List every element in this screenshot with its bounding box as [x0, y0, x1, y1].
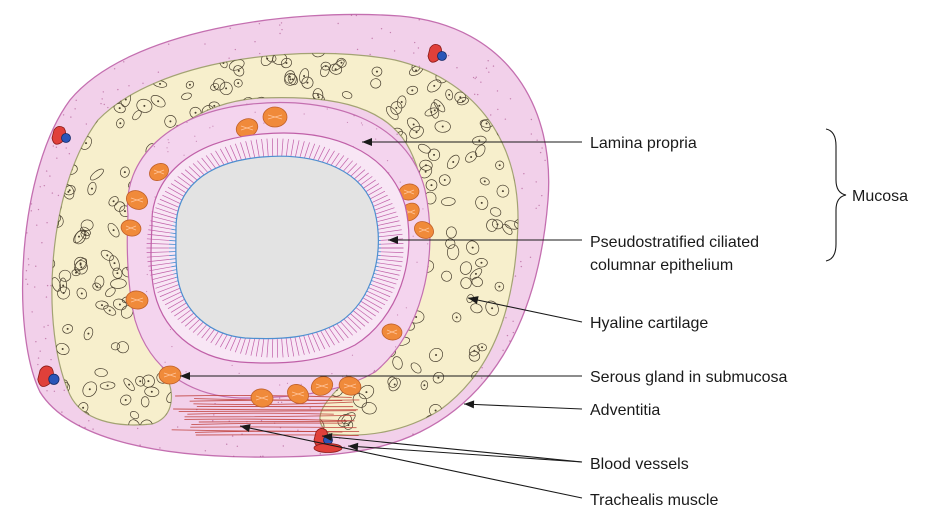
label-serous-gland: Serous gland in submucosa	[590, 369, 788, 386]
label-lamina-propria: Lamina propria	[590, 135, 697, 152]
label-mucosa: Mucosa	[852, 188, 908, 205]
label-trachealis-muscle: Trachealis muscle	[590, 492, 718, 509]
label-blood-vessels: Blood vessels	[590, 456, 689, 473]
mucosa-brace	[826, 129, 846, 261]
label-adventitia: Adventitia	[590, 402, 660, 419]
label-epithelium-line2: columnar epithelium	[590, 257, 733, 274]
label-epithelium-line1: Pseudostratified ciliated	[590, 234, 759, 251]
label-hyaline-cartilage: Hyaline cartilage	[590, 315, 708, 332]
lumen	[176, 156, 378, 338]
